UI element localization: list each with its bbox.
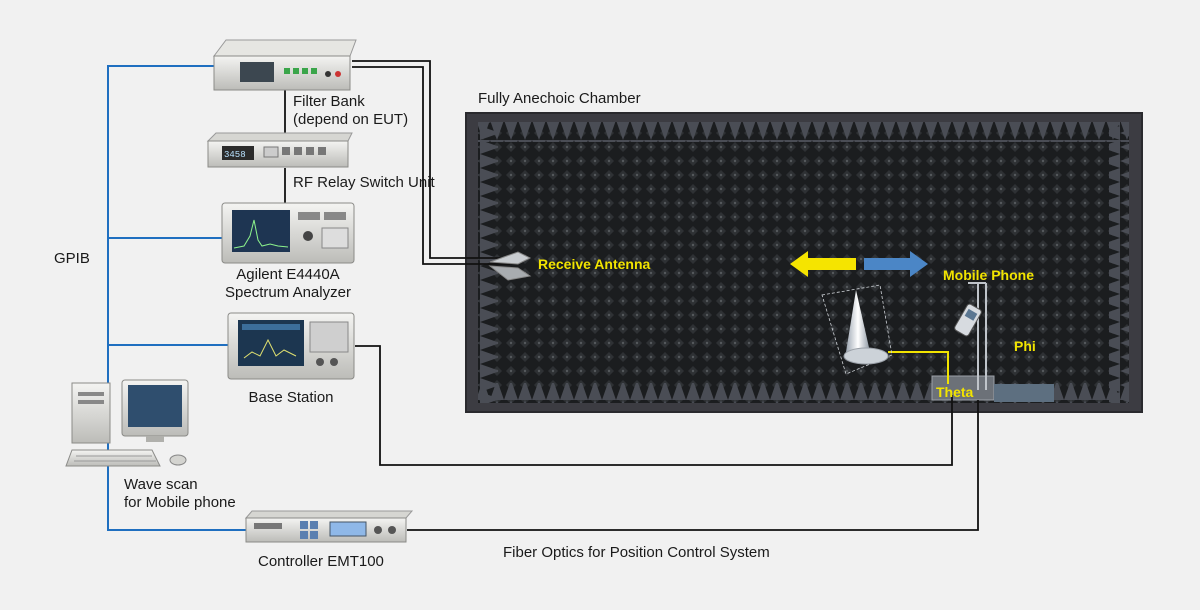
cable-filter-to-antenna-2	[352, 66, 510, 265]
chamber-spikes-right	[1109, 122, 1129, 403]
base-station-device	[227, 312, 355, 380]
chamber-spikes-top	[478, 122, 1129, 142]
phi-label: Phi	[1014, 338, 1036, 354]
horn-antenna	[488, 251, 532, 281]
filter-bank-label-line1: Filter Bank	[293, 93, 365, 110]
theta-label: Theta	[936, 384, 974, 400]
cable-filter-to-antenna-1	[352, 60, 510, 259]
receive-antenna-label: Receive Antenna	[538, 256, 651, 272]
fiber-optics-label: Fiber Optics for Position Control System	[503, 544, 770, 561]
spectrum-analyzer-label-line2: Spectrum Analyzer	[225, 284, 351, 301]
filter-bank-device	[213, 39, 357, 91]
base-station-label: Base Station	[248, 389, 334, 406]
mobile-phone-label: Mobile Phone	[943, 267, 1034, 283]
wave-scan-label-line1: Wave scan	[124, 476, 198, 493]
arrow-right-icon	[864, 251, 928, 277]
svg-text:3458: 3458	[224, 150, 246, 160]
gpib-bus	[107, 65, 246, 531]
anechoic-chamber	[465, 112, 1143, 413]
computer-device	[65, 379, 189, 467]
gpib-main-line	[107, 65, 246, 531]
controller-device	[244, 510, 414, 543]
wave-scan-label: Wave scan for Mobile phone	[124, 476, 236, 512]
fiber-optic-cable	[407, 400, 979, 531]
filter-bank-label-line2: (depend on EUT)	[293, 111, 409, 128]
filter-bank-label: Filter Bank (depend on EUT)	[293, 93, 408, 129]
gpib-label: GPIB	[54, 250, 90, 267]
rf-relay-label: RF Relay Switch Unit	[293, 174, 435, 191]
cable-base-to-phone	[355, 345, 953, 466]
controller-label: Controller EMT100	[258, 553, 384, 570]
wave-scan-label-line2: for Mobile phone	[124, 494, 236, 511]
chamber-spikes-left	[478, 122, 498, 403]
chamber-title: Fully Anechoic Chamber	[478, 90, 641, 107]
mobile-phone	[954, 282, 987, 390]
absorber-cone	[821, 284, 893, 375]
rf-relay-device: 3458	[206, 132, 353, 168]
positioner-base	[994, 384, 1054, 402]
inner-chamber-cable	[888, 351, 949, 384]
rf-cables	[284, 60, 979, 531]
arrow-left-icon	[790, 251, 856, 277]
spectrum-analyzer-label: Agilent E4440A Spectrum Analyzer	[212, 266, 364, 302]
spectrum-analyzer-label-line1: Agilent E4440A	[236, 266, 340, 283]
spectrum-analyzer-device	[221, 202, 355, 264]
